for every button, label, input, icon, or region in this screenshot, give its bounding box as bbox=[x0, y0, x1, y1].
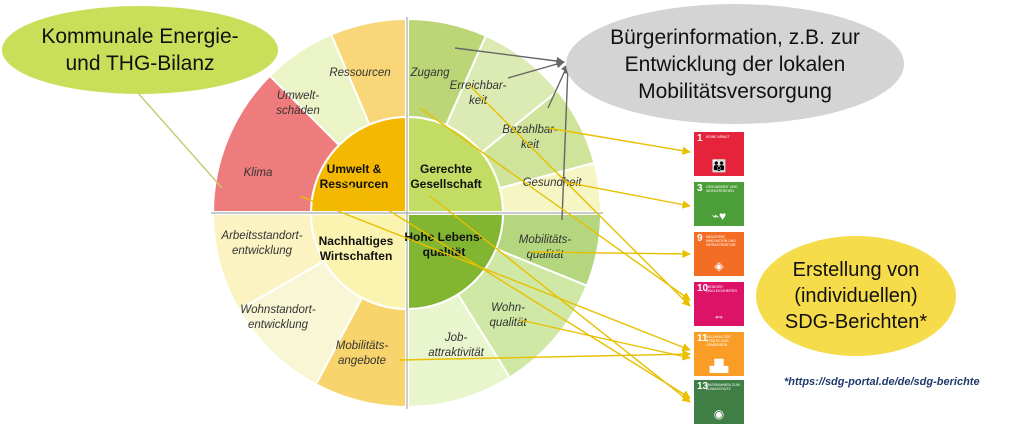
sdg-caption: NACHHALTIGE STÄDTE UND GEMEINDEN bbox=[706, 335, 731, 347]
sdg-11-tile: 11 NACHHALTIGE STÄDTE UND GEMEINDEN ▟▙ bbox=[694, 332, 744, 376]
quadrant-label: Gerechte bbox=[420, 162, 472, 176]
sdg-caption: WENIGER UNGLEICHHEITEN bbox=[706, 285, 737, 293]
sdg-arrow bbox=[564, 181, 691, 209]
segment-label: qualität bbox=[526, 249, 564, 261]
sdg-bubble-line2: (individuellen) bbox=[794, 285, 918, 307]
info-bubble-line3: Mobilitätsversorgung bbox=[638, 79, 832, 103]
sdg-arrow bbox=[469, 85, 691, 307]
quadrant-label: Nachhaltiges bbox=[319, 234, 394, 248]
sdg-1-tile: 1 KEINE ARMUT 👪 bbox=[694, 132, 744, 176]
energy-arrow bbox=[129, 83, 223, 189]
quadrant-label: Ressourcen bbox=[320, 177, 389, 191]
family-icon: 👪 bbox=[711, 159, 727, 173]
sdg-caption: INDUSTRIE, INNOVATION UND INFRASTRUKTUR bbox=[706, 235, 736, 247]
segment-label: entwicklung bbox=[232, 245, 293, 257]
sdg-caption: GESUNDHEIT UND WOHLERGEHEN bbox=[706, 185, 738, 193]
sdg-arrow bbox=[519, 319, 691, 361]
segment-label: Umwelt- bbox=[277, 90, 319, 102]
segment-label: Klima bbox=[244, 167, 273, 179]
segment-label: Job- bbox=[444, 332, 468, 344]
segment-label: Ressourcen bbox=[329, 67, 390, 79]
segment-label: qualität bbox=[489, 317, 527, 329]
info-arrow bbox=[454, 47, 565, 66]
sdg-bubble-line1: Erstellung von bbox=[792, 259, 920, 281]
sdg-9-tile: 9 INDUSTRIE, INNOVATION UND INFRASTRUKTU… bbox=[694, 232, 744, 276]
sdg-arrow bbox=[299, 195, 691, 352]
sdg-arrow bbox=[529, 249, 691, 259]
segment-label: Gesundheit bbox=[523, 177, 583, 189]
info-bubble-line1: Bürgerinformation, z.B. zur bbox=[610, 25, 860, 49]
segment-label: Mobilitäts- bbox=[519, 234, 572, 246]
sdg-3-tile: 3 GESUNDHEIT UND WOHLERGEHEN ⌁♥ bbox=[694, 182, 744, 226]
sdg-caption: MASSNAHMEN ZUM KLIMASCHUTZ bbox=[706, 383, 740, 391]
center-quadrant bbox=[309, 115, 408, 214]
segment-label: Erreichbar- bbox=[450, 80, 507, 92]
segment-label: Zugang bbox=[409, 67, 450, 79]
sdg-number: 11 bbox=[697, 333, 708, 344]
energy-bubble-line1: Kommunale Energie- bbox=[41, 25, 239, 48]
segment-label: Mobilitäts- bbox=[336, 340, 389, 352]
sdg-caption: KEINE ARMUT bbox=[706, 135, 730, 139]
center-quadrant bbox=[406, 115, 505, 214]
sdg-arrow bbox=[547, 127, 691, 155]
sdg-number: 10 bbox=[697, 283, 709, 294]
sdg-report-bubble: Erstellung von (individuellen) SDG-Beric… bbox=[756, 236, 956, 356]
info-arrow bbox=[561, 65, 572, 221]
citizen-info-bubble: Bürgerinformation, z.B. zur Entwicklung … bbox=[566, 4, 904, 124]
sdg-arrow bbox=[429, 195, 691, 403]
segment-label: Wohn- bbox=[491, 302, 525, 314]
sdg-arrow bbox=[419, 107, 691, 301]
segment-label: entwicklung bbox=[248, 319, 309, 331]
quadrant-label: Umwelt & bbox=[327, 162, 382, 176]
sdg-13-tile: 13 MASSNAHMEN ZUM KLIMASCHUTZ ◉ bbox=[694, 380, 744, 424]
quadrant-label: Hohe Lebens- bbox=[404, 230, 483, 244]
segment-label: attraktivität bbox=[428, 347, 484, 359]
quadrant-label: Gesellschaft bbox=[410, 177, 481, 191]
sdg-10-tile: 10 WENIGER UNGLEICHHEITEN ⇔ bbox=[694, 282, 744, 326]
sdg-number: 3 bbox=[697, 183, 703, 194]
segment-label: Arbeitsstandort- bbox=[220, 230, 302, 242]
heartbeat-icon: ⌁♥ bbox=[711, 209, 727, 223]
center-quadrant bbox=[309, 212, 408, 311]
equality-icon: ⇔ bbox=[713, 309, 725, 323]
sdg-bubble-line3: SDG-Berichten* bbox=[784, 311, 928, 333]
segment-label: Wohnstandort- bbox=[240, 304, 316, 316]
info-arrow bbox=[507, 60, 565, 79]
sdg-portal-footnote: *https://sdg-portal.de/de/sdg-berichte bbox=[784, 376, 980, 388]
quadrant-label: Wirtschaften bbox=[320, 249, 393, 263]
cube-icon: ◈ bbox=[714, 259, 724, 273]
segment-label: keit bbox=[469, 95, 488, 107]
city-icon: ▟▙ bbox=[709, 359, 729, 373]
info-bubble-line2: Entwicklung der lokalen bbox=[624, 52, 846, 76]
sdg-arrow bbox=[399, 349, 691, 361]
earth-eye-icon: ◉ bbox=[713, 407, 725, 421]
segment-label: schäden bbox=[276, 105, 319, 117]
energy-bubble-line2: und THG-Bilanz bbox=[65, 52, 215, 75]
sdg-number: 13 bbox=[697, 381, 709, 392]
energy-balance-bubble: Kommunale Energie- und THG-Bilanz bbox=[2, 6, 278, 94]
sdg-number: 9 bbox=[697, 233, 703, 244]
sdg-number: 1 bbox=[697, 133, 703, 144]
segment-label: angebote bbox=[338, 355, 386, 367]
sdg-arrow bbox=[339, 179, 691, 399]
